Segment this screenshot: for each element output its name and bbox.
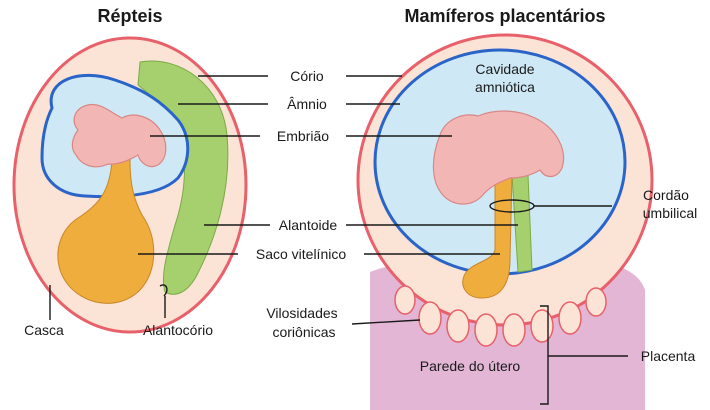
label-casca: Casca <box>24 322 64 338</box>
mammal-embryo-body <box>432 110 565 205</box>
reptile-yolk-sac <box>57 159 155 304</box>
label-saco-vitelinico: Saco vitelínico <box>256 246 346 262</box>
mammal-embryo <box>356 33 654 410</box>
reptile-embryo <box>71 103 167 168</box>
label-cavidade-line1: Cavidade <box>475 61 534 77</box>
leader-lines <box>49 75 628 405</box>
label-corio: Cório <box>290 68 324 84</box>
villus <box>446 309 470 343</box>
villus <box>558 301 582 335</box>
label-amnio: Âmnio <box>287 96 327 112</box>
reptiles-title: Répteis <box>97 6 162 26</box>
villus <box>394 285 416 315</box>
leader-vilosidades <box>351 319 421 325</box>
villus <box>530 309 554 343</box>
chorionic-villi <box>394 285 607 347</box>
label-vilosidades-line2: coriônicas <box>272 324 335 340</box>
reptile-egg <box>12 36 248 334</box>
mammal-yolk-sac <box>462 174 513 299</box>
label-vilosidades-line1: Vilosidades <box>266 305 337 321</box>
label-parede-utero: Parede do útero <box>420 358 521 374</box>
label-alantocorio: Alantocório <box>143 322 213 338</box>
label-cordao-line2: umbilical <box>643 205 697 221</box>
villus <box>474 313 498 347</box>
villus <box>585 287 607 317</box>
label-alantoide: Alantoide <box>279 217 338 233</box>
villus <box>502 313 526 347</box>
label-placenta: Placenta <box>641 348 696 364</box>
alantocorio-hook <box>159 284 168 297</box>
label-cavidade-line2: amniótica <box>475 79 535 95</box>
mammals-title: Mamíferos placentários <box>404 6 605 26</box>
label-embriao: Embrião <box>277 128 329 144</box>
villus <box>418 301 442 335</box>
bracket-placenta <box>540 305 549 405</box>
label-cordao-line1: Cordão <box>643 187 689 203</box>
